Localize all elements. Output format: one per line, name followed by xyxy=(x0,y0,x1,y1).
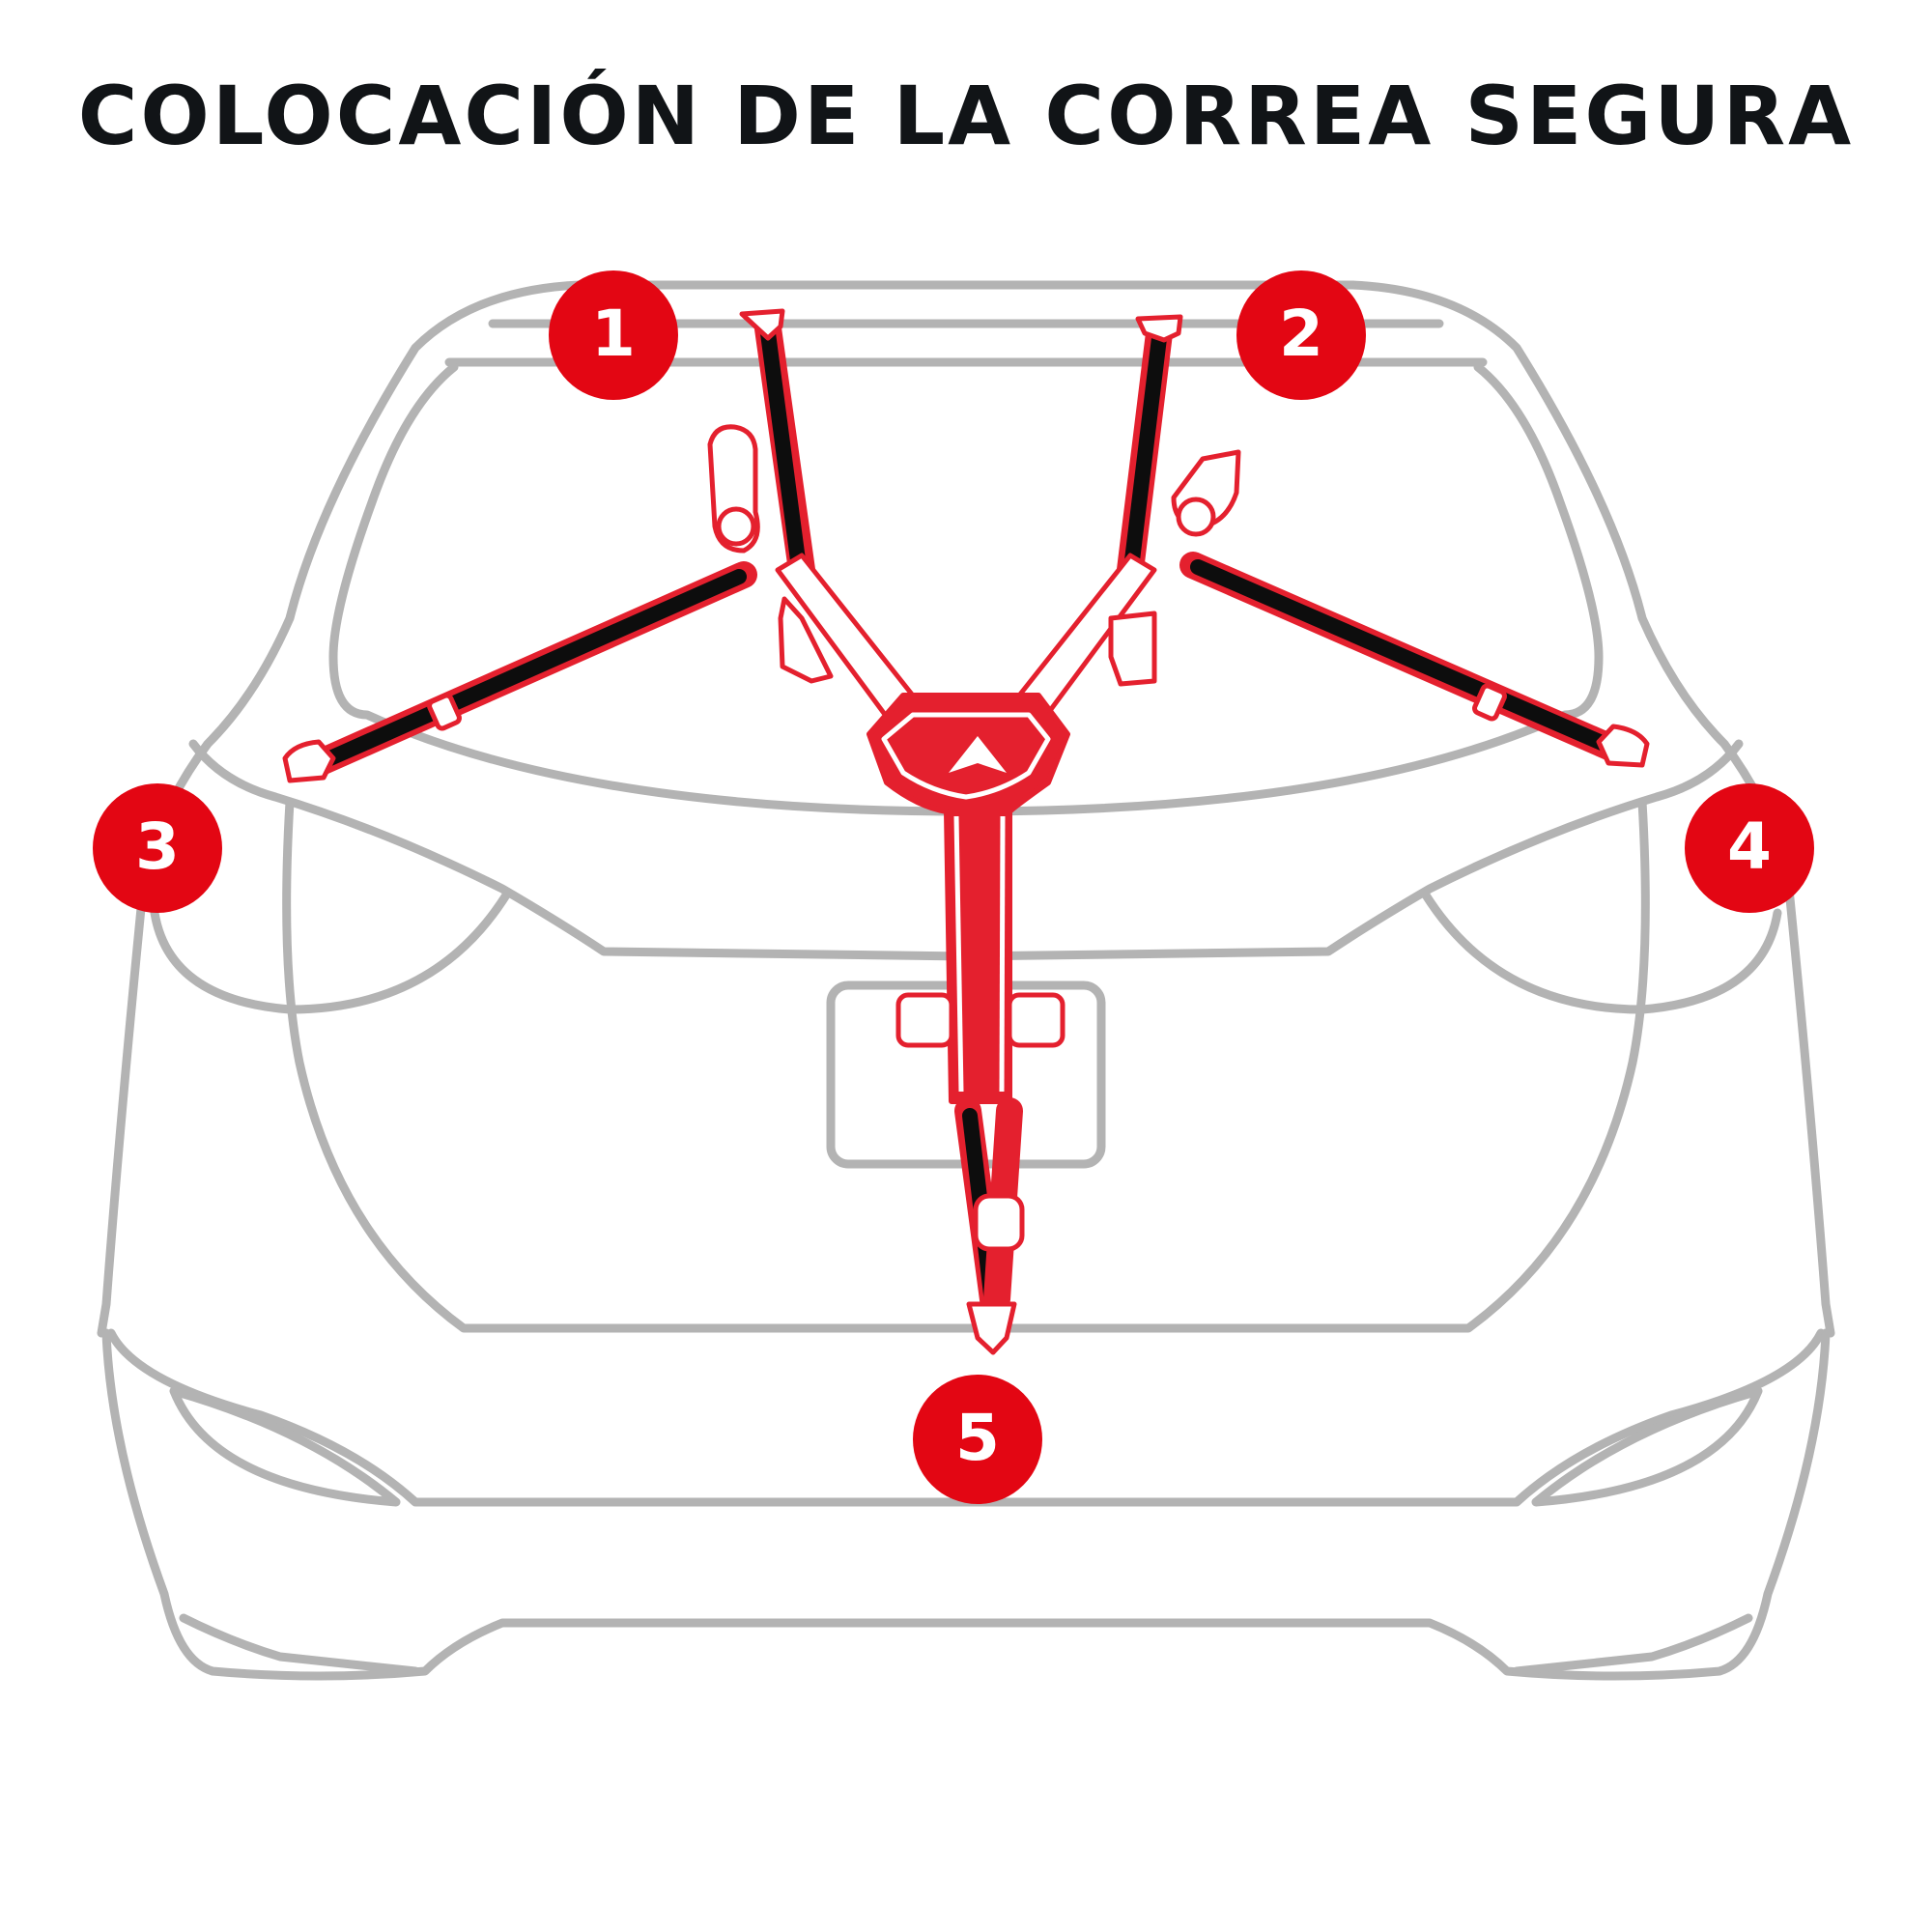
bumper-lip-left xyxy=(179,1613,420,1676)
marker-1: 1 xyxy=(549,270,678,400)
center-stem-highlight xyxy=(953,815,964,1093)
stem-clip-left xyxy=(895,992,954,1048)
marker-5-badge xyxy=(913,1375,1042,1504)
adjuster-4 xyxy=(1472,683,1507,722)
buckle-left-ring xyxy=(716,506,756,547)
body-shoulder-left xyxy=(188,739,971,961)
adjuster-5 xyxy=(973,1193,1025,1252)
strap-2-band-core xyxy=(1124,330,1167,568)
marker-4-badge xyxy=(1685,783,1814,913)
bumper-reflector-left xyxy=(169,1386,401,1507)
adjuster-3 xyxy=(427,693,462,731)
stem-clip-right xyxy=(1007,992,1065,1048)
car-roof-outline-right xyxy=(1348,280,1835,1338)
tail-light-left xyxy=(150,889,512,1014)
marker-2-badge xyxy=(1236,270,1366,400)
center-stem-highlight-right xyxy=(999,815,1006,1093)
brand-logo-icon xyxy=(949,736,1007,773)
buckle-right-ring xyxy=(1176,497,1216,537)
marker-2-label: 2 xyxy=(1279,297,1323,371)
marker-5: 5 xyxy=(913,1375,1042,1504)
safety-strap xyxy=(282,308,1650,1355)
page-title: COLOCACIÓN DE LA CORREA SEGURA xyxy=(77,69,1855,163)
trunk-lid-outline xyxy=(282,797,1650,1333)
car-roof-outline xyxy=(97,280,584,1338)
buckle-right-lower xyxy=(1108,611,1157,687)
anchor-hook-1 xyxy=(739,308,785,341)
end-clip-4 xyxy=(1596,724,1650,768)
strap-3-band-core xyxy=(316,569,747,769)
marker-4-label: 4 xyxy=(1727,810,1772,884)
end-clip-3 xyxy=(282,739,336,783)
anchor-hook-2 xyxy=(1135,314,1183,343)
body-shoulder-right xyxy=(961,739,1744,961)
marker-1-label: 1 xyxy=(591,297,636,371)
marker-3: 3 xyxy=(93,783,222,913)
bumper-lower-outline xyxy=(101,1328,1831,1681)
marker-1-badge xyxy=(549,270,678,400)
strap-1-band-core xyxy=(760,326,806,568)
anchor-hook-5 xyxy=(966,1301,1017,1355)
strap-4-band-core xyxy=(1190,559,1616,753)
bumper-lip-right xyxy=(1512,1613,1753,1676)
bumper-reflector-right xyxy=(1531,1386,1763,1507)
center-plate xyxy=(867,693,1070,1104)
marker-3-badge xyxy=(93,783,222,913)
car-outline xyxy=(97,280,1835,1681)
marker-5-label: 5 xyxy=(955,1401,1000,1475)
buckle-left-lower xyxy=(778,596,834,684)
marker-4: 4 xyxy=(1685,783,1814,913)
marker-3-label: 3 xyxy=(135,810,180,884)
tail-light-right xyxy=(1420,889,1782,1014)
marker-2: 2 xyxy=(1236,270,1366,400)
